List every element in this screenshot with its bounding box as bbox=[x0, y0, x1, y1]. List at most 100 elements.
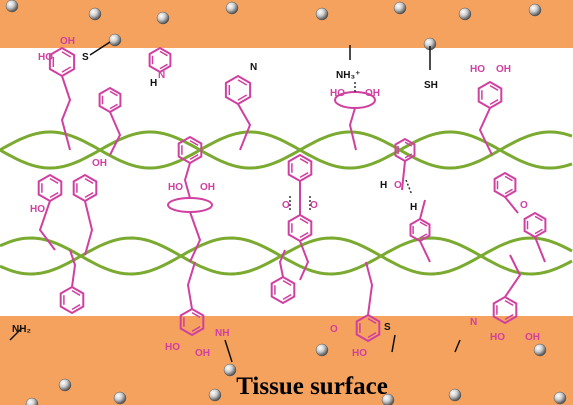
fiber-upper-b bbox=[0, 130, 573, 170]
ring-double-bond bbox=[41, 177, 59, 199]
backbone-bond bbox=[419, 199, 426, 220]
tissue-spheres bbox=[5, 0, 567, 405]
ring-double-bond bbox=[526, 215, 543, 235]
backbone-bond bbox=[504, 254, 522, 298]
fiber-lower-b bbox=[0, 236, 573, 276]
catechol-ring-bottom-amine bbox=[179, 307, 205, 337]
amide-bottom-anchor bbox=[224, 339, 233, 363]
backbone-bond bbox=[69, 249, 77, 288]
ring-double-bond bbox=[496, 299, 514, 321]
catechol-ring-bottom-left bbox=[59, 285, 85, 315]
ring-double-bond bbox=[359, 317, 377, 339]
label-oh: OH bbox=[92, 158, 107, 169]
fiber-upper-a bbox=[0, 130, 573, 170]
label-o: O bbox=[310, 200, 318, 211]
ring-double-bond bbox=[481, 84, 499, 106]
label-ho: HO bbox=[330, 88, 345, 99]
label-ho: HO bbox=[165, 342, 180, 353]
backbone-bond bbox=[504, 196, 519, 214]
backbone-bond bbox=[478, 107, 493, 156]
backbone-bond bbox=[401, 160, 406, 191]
ring-double-bond bbox=[101, 90, 118, 110]
backbone-bond bbox=[60, 75, 72, 151]
tissue-sphere bbox=[225, 1, 239, 15]
tissue-sphere bbox=[5, 0, 19, 13]
label-oh: OH bbox=[200, 182, 215, 193]
tissue-sphere bbox=[315, 343, 329, 357]
backbone-bond bbox=[186, 261, 196, 310]
ring-double-bond bbox=[151, 50, 168, 70]
label-ho: HO bbox=[30, 204, 45, 215]
ring-double-bond bbox=[228, 79, 248, 101]
tissue-sphere bbox=[553, 391, 567, 405]
label-oh: OH bbox=[525, 332, 540, 343]
imidazole-bottom-anchor bbox=[454, 339, 461, 353]
caption-tissue-surface: Tissue surface bbox=[236, 373, 388, 400]
hydrogen-bond bbox=[405, 179, 413, 196]
tissue-sphere bbox=[58, 378, 72, 392]
label-oh: OH bbox=[365, 88, 380, 99]
polymer-fibers bbox=[0, 130, 573, 276]
ring-double-bond bbox=[52, 51, 72, 73]
quinone-ring-bottom bbox=[270, 275, 296, 305]
tissue-band-top bbox=[0, 0, 573, 48]
backbone-bond bbox=[237, 103, 252, 151]
tissue-sphere bbox=[223, 363, 237, 377]
label-oh: OH bbox=[60, 36, 75, 47]
tissue-band-bottom bbox=[0, 316, 573, 405]
label-nh3: NH₃⁺ bbox=[336, 70, 360, 81]
tissue-sphere bbox=[533, 343, 547, 357]
tissue-sphere bbox=[156, 11, 170, 25]
tissue-sphere bbox=[108, 33, 122, 47]
tissue-sphere bbox=[208, 388, 222, 402]
pi-stack-ring bbox=[167, 197, 213, 213]
imidazole-ring-top bbox=[148, 46, 172, 74]
label-s: S bbox=[384, 322, 391, 333]
tissue-sphere bbox=[458, 7, 472, 21]
catechol-chemistry bbox=[9, 41, 547, 363]
label-ho: HO bbox=[470, 64, 485, 75]
backbone-bond bbox=[38, 200, 56, 251]
fiber-lower-a bbox=[0, 236, 573, 276]
backbone-bond bbox=[299, 240, 310, 281]
tissue-sphere bbox=[528, 3, 542, 17]
ring-double-bond bbox=[291, 217, 309, 239]
ring-double-bond bbox=[76, 177, 94, 199]
ring-double-bond bbox=[291, 157, 309, 179]
label-o: O bbox=[520, 200, 528, 211]
label-h: H bbox=[150, 78, 157, 89]
tissue-sphere bbox=[25, 397, 39, 405]
backbone-bond bbox=[365, 261, 374, 316]
ring-double-bond bbox=[274, 279, 292, 301]
label-ho: HO bbox=[352, 348, 367, 359]
tissue-sphere bbox=[315, 7, 329, 21]
backbone-bond bbox=[189, 211, 202, 263]
ring-double-bond bbox=[63, 289, 81, 311]
label-oh: OH bbox=[195, 348, 210, 359]
tissue-sphere bbox=[88, 7, 102, 21]
label-h: H bbox=[410, 202, 417, 213]
ring-double-bond bbox=[181, 139, 199, 161]
backbone-bond bbox=[419, 240, 431, 263]
label-o: O bbox=[330, 324, 338, 335]
label-h: H bbox=[380, 180, 387, 191]
label-nh2: NH₂ bbox=[12, 324, 31, 335]
label-ho: HO bbox=[490, 332, 505, 343]
catechol-ring-bottom-right bbox=[492, 295, 518, 325]
backbone-bond bbox=[84, 200, 94, 256]
label-n: N bbox=[250, 62, 257, 73]
backbone-bond bbox=[278, 249, 286, 278]
label-ho: HO bbox=[168, 182, 183, 193]
label-n: N bbox=[158, 70, 165, 81]
label-s: S bbox=[82, 52, 89, 63]
label-ho: HO bbox=[38, 52, 53, 63]
label-o: O bbox=[394, 180, 402, 191]
quinone-ring-bottom-thiol bbox=[355, 313, 381, 343]
tissue-sphere bbox=[448, 388, 462, 402]
label-o: O bbox=[282, 200, 290, 211]
backbone-bond bbox=[183, 162, 191, 199]
backbone-bond bbox=[348, 107, 357, 151]
